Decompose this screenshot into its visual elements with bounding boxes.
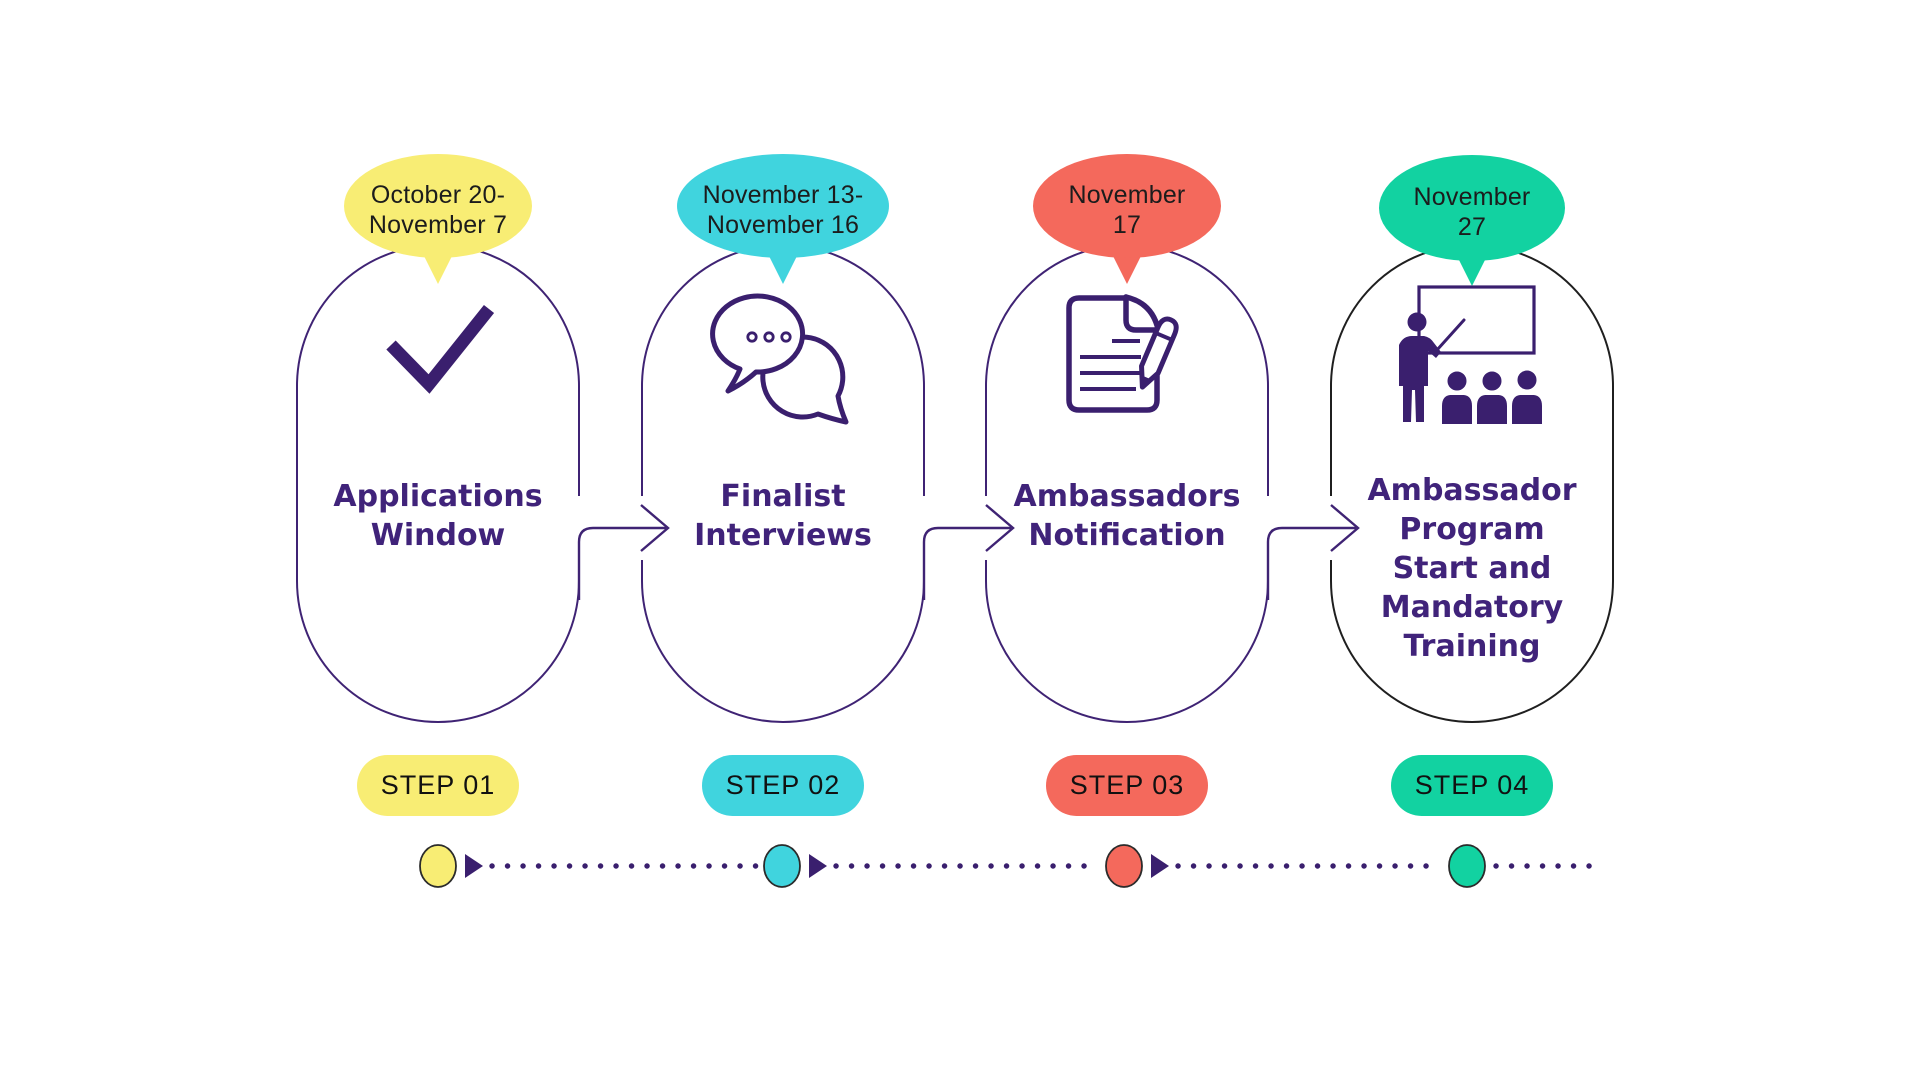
- title-line: Window: [370, 518, 506, 553]
- timeline: [419, 844, 1600, 888]
- date-bubble-1: [344, 154, 532, 284]
- step-pill-2: STEP 02: [702, 755, 864, 816]
- timeline-arrowhead-2: [809, 854, 827, 878]
- step-pill-4: STEP 04: [1391, 755, 1553, 816]
- date-line: 27: [1457, 213, 1487, 241]
- date-bubble-text-2: November 13- November 16: [668, 180, 898, 240]
- document-pen-icon: [1066, 294, 1179, 413]
- date-bubble-text-4: November 27: [1357, 182, 1587, 242]
- timeline-arrowhead-1: [465, 854, 483, 878]
- title-line: Notification: [1028, 518, 1226, 553]
- date-bubble-text-3: November 17: [1012, 180, 1242, 240]
- title-line: Training: [1403, 629, 1541, 664]
- date-line: November 7: [368, 211, 508, 239]
- title-line: Finalist: [720, 479, 846, 514]
- date-bubble-text-1: October 20- November 7: [323, 180, 553, 240]
- title-line: Ambassador: [1367, 473, 1577, 508]
- step-pill-label: STEP 03: [1069, 770, 1185, 800]
- date-bubble-4: [1379, 155, 1565, 286]
- connector-arrow-2: [922, 504, 1015, 600]
- date-line: November 16: [706, 211, 860, 239]
- title-line: Start and: [1392, 551, 1552, 586]
- date-bubble-3: [1033, 154, 1221, 284]
- connector-arrow-1: [577, 504, 670, 600]
- title-line: Mandatory: [1380, 590, 1564, 625]
- date-line: November 13-: [702, 181, 864, 209]
- date-line: November: [1068, 181, 1186, 209]
- timeline-arrowhead-3: [1151, 854, 1169, 878]
- date-line: November: [1413, 183, 1531, 211]
- timeline-circle-4: [1448, 844, 1486, 888]
- step-pill-label: STEP 04: [1414, 770, 1530, 800]
- date-line: October 20-: [370, 181, 506, 209]
- checkmark-icon: [386, 304, 495, 394]
- timeline-circle-2: [763, 844, 801, 888]
- connector-arrow-3: [1266, 504, 1360, 600]
- date-bubble-2: [677, 154, 889, 284]
- step-pill-1: STEP 01: [357, 755, 519, 816]
- step-pill-label: STEP 01: [380, 770, 496, 800]
- step-pill-label: STEP 02: [725, 770, 841, 800]
- date-line: 17: [1112, 211, 1142, 239]
- step-title-2: Finalist Interviews: [648, 477, 918, 555]
- step-pill-3: STEP 03: [1046, 755, 1208, 816]
- chat-bubbles-icon: [710, 293, 849, 425]
- title-line: Applications: [333, 479, 543, 514]
- title-line: Program: [1399, 512, 1545, 547]
- step-title-1: Applications Window: [303, 477, 573, 555]
- step-title-3: Ambassadors Notification: [992, 477, 1262, 555]
- timeline-circle-3: [1105, 844, 1143, 888]
- training-presentation-icon: [1399, 285, 1544, 426]
- title-line: Ambassadors: [1013, 479, 1241, 514]
- title-line: Interviews: [694, 518, 872, 553]
- step-title-4: Ambassador Program Start and Mandatory T…: [1337, 471, 1607, 666]
- timeline-circle-1: [419, 844, 457, 888]
